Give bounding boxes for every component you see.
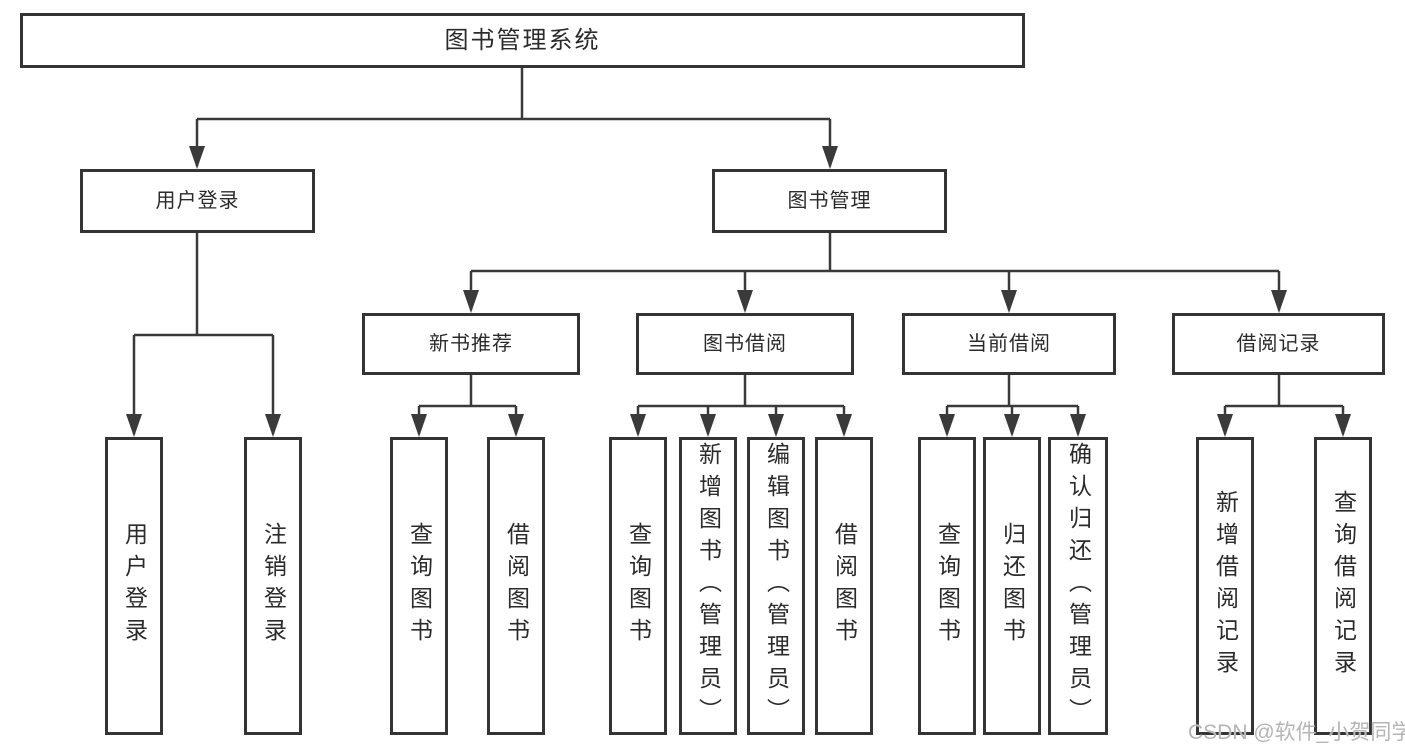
arrow-down-icon xyxy=(1217,414,1233,437)
tree-edges xyxy=(132,68,1345,434)
arrow-down-icon xyxy=(1335,414,1351,437)
leaf-user-login-label: 用户登录 xyxy=(121,522,148,650)
arrow-down-icon xyxy=(737,290,753,313)
leaf-query-books-current: 查询图书 xyxy=(918,437,976,735)
edge-borrow-record-group xyxy=(1223,375,1345,434)
leaf-borrow-books-recommend: 借阅图书 xyxy=(487,437,545,735)
leaf-query-borrow-record-label: 查询借阅记录 xyxy=(1330,490,1357,682)
arrow-down-icon xyxy=(1271,290,1287,313)
node-book-borrow: 图书借阅 xyxy=(636,313,854,375)
node-root: 图书管理系统 xyxy=(20,13,1025,68)
leaf-confirm-return-admin: 确认归还（管理员） xyxy=(1048,437,1108,735)
leaf-query-books-borrow: 查询图书 xyxy=(609,437,667,735)
node-current-borrow: 当前借阅 xyxy=(902,313,1116,375)
node-borrow-records-label: 借阅记录 xyxy=(1236,333,1321,355)
leaf-query-books-current-label: 查询图书 xyxy=(934,522,961,650)
edge-book-mgmt-to-groups xyxy=(469,233,1281,310)
watermark: CSDN @软件_小贺同学 xyxy=(1188,721,1405,744)
arrow-down-icon xyxy=(463,290,479,313)
edge-root-to-level2 xyxy=(195,68,832,166)
leaf-return-books: 归还图书 xyxy=(983,437,1041,735)
arrow-down-icon xyxy=(768,414,784,437)
leaf-logout: 注销登录 xyxy=(244,437,302,735)
node-root-label: 图书管理系统 xyxy=(444,26,601,54)
node-user-login-branch: 用户登录 xyxy=(80,169,315,233)
leaf-logout-label: 注销登录 xyxy=(260,522,287,650)
edge-new-book-group xyxy=(417,375,518,434)
arrow-down-icon xyxy=(1070,414,1086,437)
arrow-down-icon xyxy=(836,414,852,437)
leaf-borrow-books-recommend-label: 借阅图书 xyxy=(503,522,530,650)
node-borrow-records: 借阅记录 xyxy=(1172,313,1385,375)
leaf-query-borrow-record: 查询借阅记录 xyxy=(1314,437,1372,735)
arrow-down-icon xyxy=(1001,290,1017,313)
edge-book-borrow-group xyxy=(636,375,846,434)
arrow-down-icon xyxy=(822,146,838,169)
arrow-down-icon xyxy=(630,414,646,437)
leaf-edit-books-admin-label: 编辑图书（管理员） xyxy=(763,442,790,730)
arrow-down-icon xyxy=(189,146,205,169)
leaf-borrow-books: 借阅图书 xyxy=(815,437,873,735)
arrow-down-icon xyxy=(126,414,142,437)
arrow-down-icon xyxy=(1004,414,1020,437)
node-new-book-recommend: 新书推荐 xyxy=(362,313,580,375)
leaf-user-login: 用户登录 xyxy=(105,437,163,735)
arrow-down-icon xyxy=(508,414,524,437)
arrow-down-icon xyxy=(700,414,716,437)
leaf-borrow-books-label: 借阅图书 xyxy=(831,522,858,650)
node-book-borrow-label: 图书借阅 xyxy=(703,333,787,355)
leaf-query-books-recommend: 查询图书 xyxy=(390,437,448,735)
leaf-query-books-borrow-label: 查询图书 xyxy=(625,522,652,650)
arrow-down-icon xyxy=(411,414,427,437)
node-user-login-branch-label: 用户登录 xyxy=(155,190,240,212)
node-book-management: 图书管理 xyxy=(712,169,947,233)
leaf-add-books-admin-label: 新增图书（管理员） xyxy=(695,442,722,730)
arrow-down-icon xyxy=(939,414,955,437)
leaf-add-books-admin: 新增图书（管理员） xyxy=(679,437,737,735)
node-new-book-recommend-label: 新书推荐 xyxy=(429,333,513,355)
leaf-add-borrow-record: 新增借阅记录 xyxy=(1196,437,1254,735)
arrowhead-icons xyxy=(126,146,1351,437)
leaf-query-books-recommend-label: 查询图书 xyxy=(406,522,433,650)
arrow-down-icon xyxy=(265,414,281,437)
leaf-add-borrow-record-label: 新增借阅记录 xyxy=(1212,490,1239,682)
leaf-return-books-label: 归还图书 xyxy=(999,522,1026,650)
leaf-confirm-return-admin-label: 确认归还（管理员） xyxy=(1065,442,1092,730)
node-current-borrow-label: 当前借阅 xyxy=(967,333,1051,355)
edge-user-login-to-children xyxy=(132,233,275,434)
node-book-management-label: 图书管理 xyxy=(787,190,872,212)
leaf-edit-books-admin: 编辑图书（管理员） xyxy=(747,437,805,735)
